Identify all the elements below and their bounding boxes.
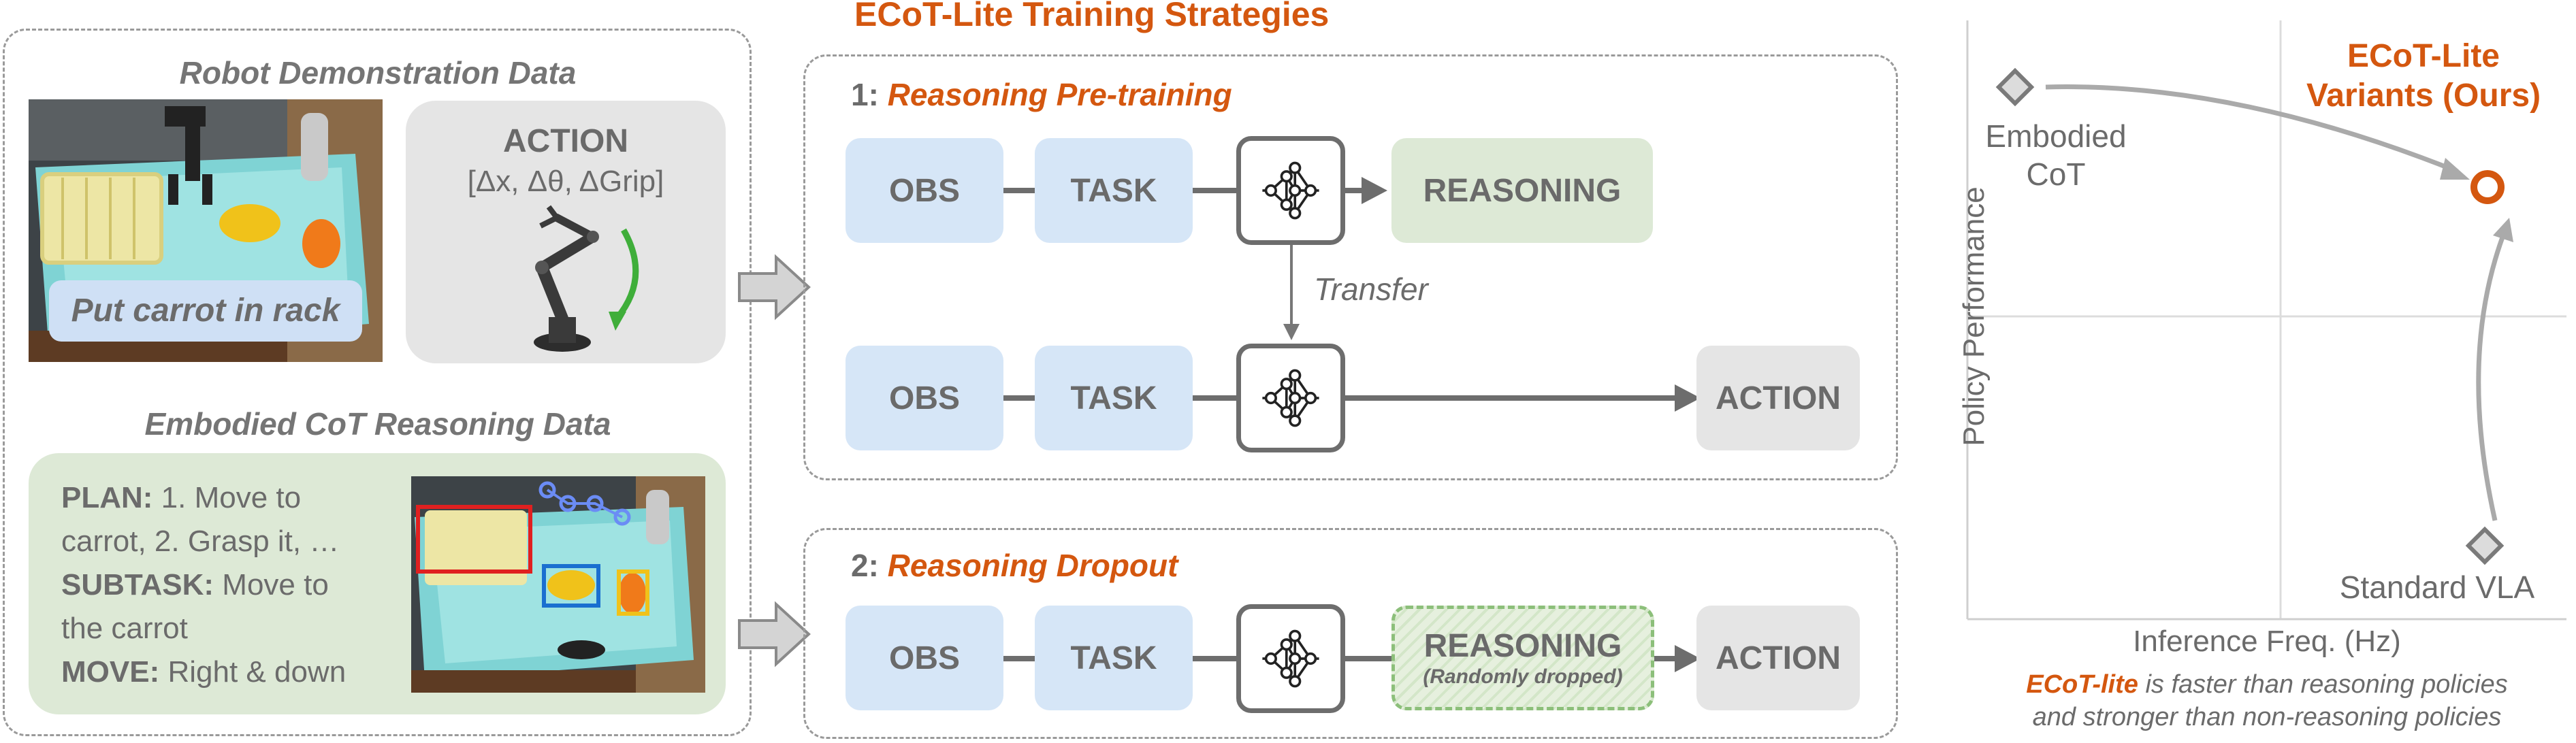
strategy2-panel	[803, 528, 1898, 739]
standard-vla-label: Standard VLA	[2339, 569, 2535, 605]
flow-arrow-lower	[738, 601, 811, 667]
standard-vla-marker	[2465, 526, 2505, 565]
strategy1-panel	[803, 54, 1898, 480]
s1-row1-model	[1236, 136, 1345, 245]
robot-arm-icon	[534, 205, 639, 352]
plot-caption: ECoT-lite is faster than reasoning polic…	[2026, 670, 2508, 731]
left-data-panel	[3, 29, 752, 736]
performance-plot	[1966, 20, 2566, 621]
neural-network-icon	[1255, 363, 1326, 433]
reasoning-line: carrot, 2. Grasp it, …	[61, 525, 340, 558]
strategy2-title: 2: Reasoning Dropout	[851, 548, 1178, 583]
x-axis-label: Inference Freq. (Hz)	[2133, 625, 2401, 658]
transfer-label: Transfer	[1314, 271, 1428, 307]
s1-row2-task-box: TASK	[1035, 346, 1193, 450]
s2-action-box: ACTION	[1696, 606, 1860, 710]
s2-task-box: TASK	[1035, 606, 1193, 710]
ecot-lite-label: ECoT-Lite Variants (Ours)	[2306, 38, 2541, 114]
s2-model	[1236, 604, 1345, 713]
reasoning-line: PLAN: 1. Move to	[61, 481, 302, 514]
s1-reasoning-box: REASONING	[1391, 138, 1653, 243]
diagram-title: ECoT-Lite Training Strategies	[854, 0, 1330, 33]
reasoning-line: the carrot	[61, 612, 188, 645]
s2-reasoning-label: REASONING	[1423, 628, 1622, 664]
s2-dropped-note: (Randomly dropped)	[1423, 665, 1623, 688]
annotated-robot-image	[411, 476, 705, 693]
reasoning-line: SUBTASK: Move to	[61, 568, 329, 601]
task-caption: Put carrot in rack	[49, 280, 362, 342]
s1-row1-task-box: TASK	[1035, 138, 1193, 243]
s1-row2-model	[1236, 344, 1345, 452]
cot-data-title: Embodied CoT Reasoning Data	[144, 406, 611, 442]
s1-row2-obs-box: OBS	[846, 346, 1003, 450]
neural-network-icon	[1255, 155, 1326, 226]
reasoning-text: PLAN: 1. Move to carrot, 2. Grasp it, … …	[61, 476, 415, 694]
flow-arrow-upper	[738, 254, 811, 320]
action-formula: [Δx, Δθ, ΔGrip]	[467, 165, 664, 198]
y-axis-label: Policy Performance	[1957, 186, 1991, 446]
s1-action-box: ACTION	[1696, 346, 1860, 450]
s1-row1-obs-box: OBS	[846, 138, 1003, 243]
embodied-cot-label: Embodied CoT	[1985, 118, 2127, 192]
embodied-cot-marker	[1995, 67, 2035, 107]
strategy1-title: 1: Reasoning Pre-training	[851, 77, 1232, 112]
action-card-label: ACTION	[503, 123, 628, 159]
s2-obs-box: OBS	[846, 606, 1003, 710]
demo-data-title: Robot Demonstration Data	[179, 55, 577, 90]
reasoning-line: MOVE: Right & down	[61, 655, 347, 689]
ecot-lite-marker	[2470, 170, 2505, 204]
neural-network-icon	[1255, 623, 1326, 694]
s2-dropped-reasoning-box: REASONING (Randomly dropped)	[1391, 606, 1654, 710]
action-card: ACTION [Δx, Δθ, ΔGrip]	[406, 101, 726, 363]
